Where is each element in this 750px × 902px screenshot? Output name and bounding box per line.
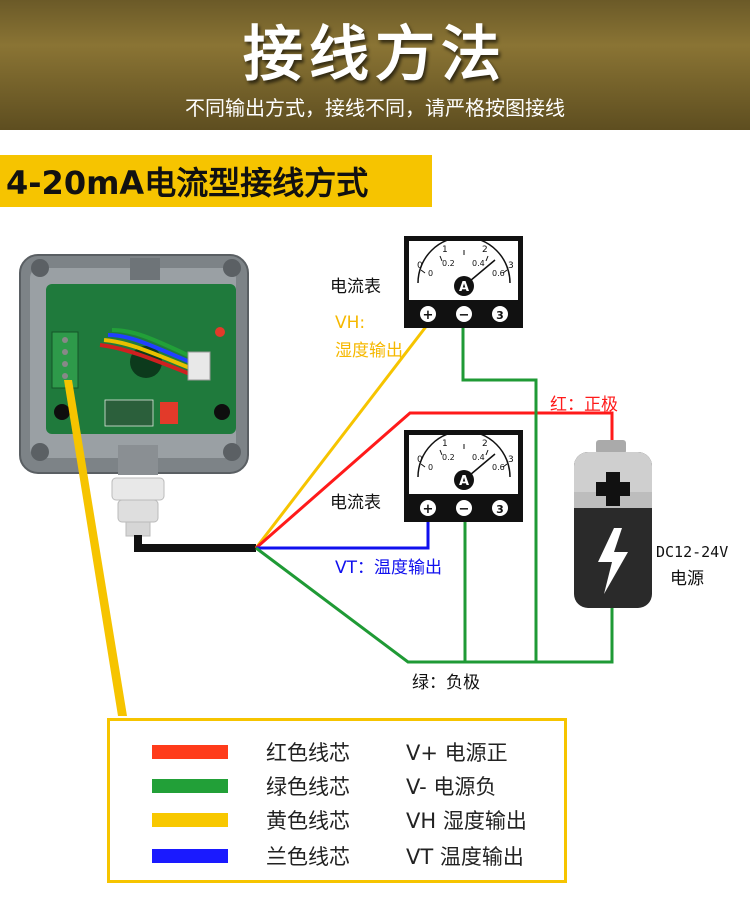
legend-desc: V+ 电源正 <box>406 741 508 765</box>
legend-name: 兰色线芯 <box>266 845 350 869</box>
page-subtitle: 不同输出方式，接线不同，请严格按图接线 <box>185 96 565 120</box>
svg-text:0.2: 0.2 <box>442 259 455 268</box>
blue-wire <box>256 522 430 550</box>
legend-leader <box>64 380 127 716</box>
vt-label: VT：温度输出 <box>335 558 443 578</box>
red-wire-label: 红：正极 <box>550 395 618 415</box>
yellow-swatch <box>152 813 228 827</box>
svg-text:0.6: 0.6 <box>492 463 505 472</box>
svg-text:1: 1 <box>442 245 448 255</box>
sensor-cable <box>134 535 256 552</box>
lightning-icon <box>598 528 628 594</box>
header-banner: 接线方法 不同输出方式，接线不同，请严格按图接线 <box>0 0 750 130</box>
blue-swatch <box>152 849 228 863</box>
legend-desc: VT 温度输出 <box>406 845 524 869</box>
green-swatch <box>152 779 228 793</box>
svg-text:3: 3 <box>508 455 514 465</box>
legend-name: 绿色线芯 <box>266 775 350 799</box>
ammeter-top: 0 1 2 3 0 0.2 0.4 0.6 A + − 3 <box>404 236 523 328</box>
legend-desc: VH 湿度输出 <box>406 809 527 833</box>
battery <box>574 440 652 608</box>
red-wire <box>255 411 614 550</box>
vh-label-line1: VH: <box>335 313 366 333</box>
svg-text:3: 3 <box>496 309 504 322</box>
svg-text:0: 0 <box>428 463 433 472</box>
sensor-device <box>19 254 249 537</box>
green-wire-label: 绿：负极 <box>412 673 480 693</box>
svg-text:+: + <box>423 502 434 517</box>
svg-text:A: A <box>459 280 469 295</box>
legend-name: 红色线芯 <box>266 741 350 765</box>
svg-text:0.2: 0.2 <box>442 453 455 462</box>
svg-text:0: 0 <box>428 269 433 278</box>
vh-label-line2: 湿度输出 <box>335 341 403 361</box>
svg-text:0: 0 <box>417 455 423 465</box>
page-title: 接线方法 <box>243 20 507 90</box>
svg-text:3: 3 <box>508 261 514 271</box>
legend-row-green: 绿色线芯 V- 电源负 <box>110 769 564 799</box>
legend: 红色线芯 V+ 电源正 绿色线芯 V- 电源负 黄色线芯 VH 湿度输出 兰色线… <box>107 718 567 883</box>
svg-text:−: − <box>459 502 470 517</box>
svg-text:1: 1 <box>442 439 448 449</box>
svg-text:0.4: 0.4 <box>472 453 485 462</box>
legend-row-blue: 兰色线芯 VT 温度输出 <box>110 839 564 869</box>
section-title: 4-20mA电流型接线方式 <box>6 164 369 202</box>
green-wire-top-meter <box>461 328 538 662</box>
section-tag <box>0 155 432 207</box>
svg-text:0.4: 0.4 <box>472 259 485 268</box>
ammeter-bottom: 0 1 2 3 0 0.2 0.4 0.6 A + − 3 <box>404 430 523 522</box>
svg-text:0.6: 0.6 <box>492 269 505 278</box>
svg-text:−: − <box>459 308 470 323</box>
legend-name: 黄色线芯 <box>266 809 350 833</box>
svg-text:2: 2 <box>482 245 488 255</box>
meter-bottom-label: 电流表 <box>330 493 381 513</box>
power-label: 电源 <box>670 569 704 589</box>
red-swatch <box>152 745 228 759</box>
green-wire <box>255 546 614 664</box>
svg-text:A: A <box>459 474 469 489</box>
legend-row-red: 红色线芯 V+ 电源正 <box>110 735 564 765</box>
svg-text:0: 0 <box>417 261 423 271</box>
power-spec: DC12-24V <box>656 543 729 561</box>
svg-text:2: 2 <box>482 439 488 449</box>
legend-row-yellow: 黄色线芯 VH 湿度输出 <box>110 803 564 833</box>
svg-text:+: + <box>423 308 434 323</box>
yellow-wire <box>254 323 430 549</box>
svg-text:3: 3 <box>496 503 504 516</box>
legend-desc: V- 电源负 <box>406 775 497 799</box>
meter-top-label: 电流表 <box>330 277 381 297</box>
